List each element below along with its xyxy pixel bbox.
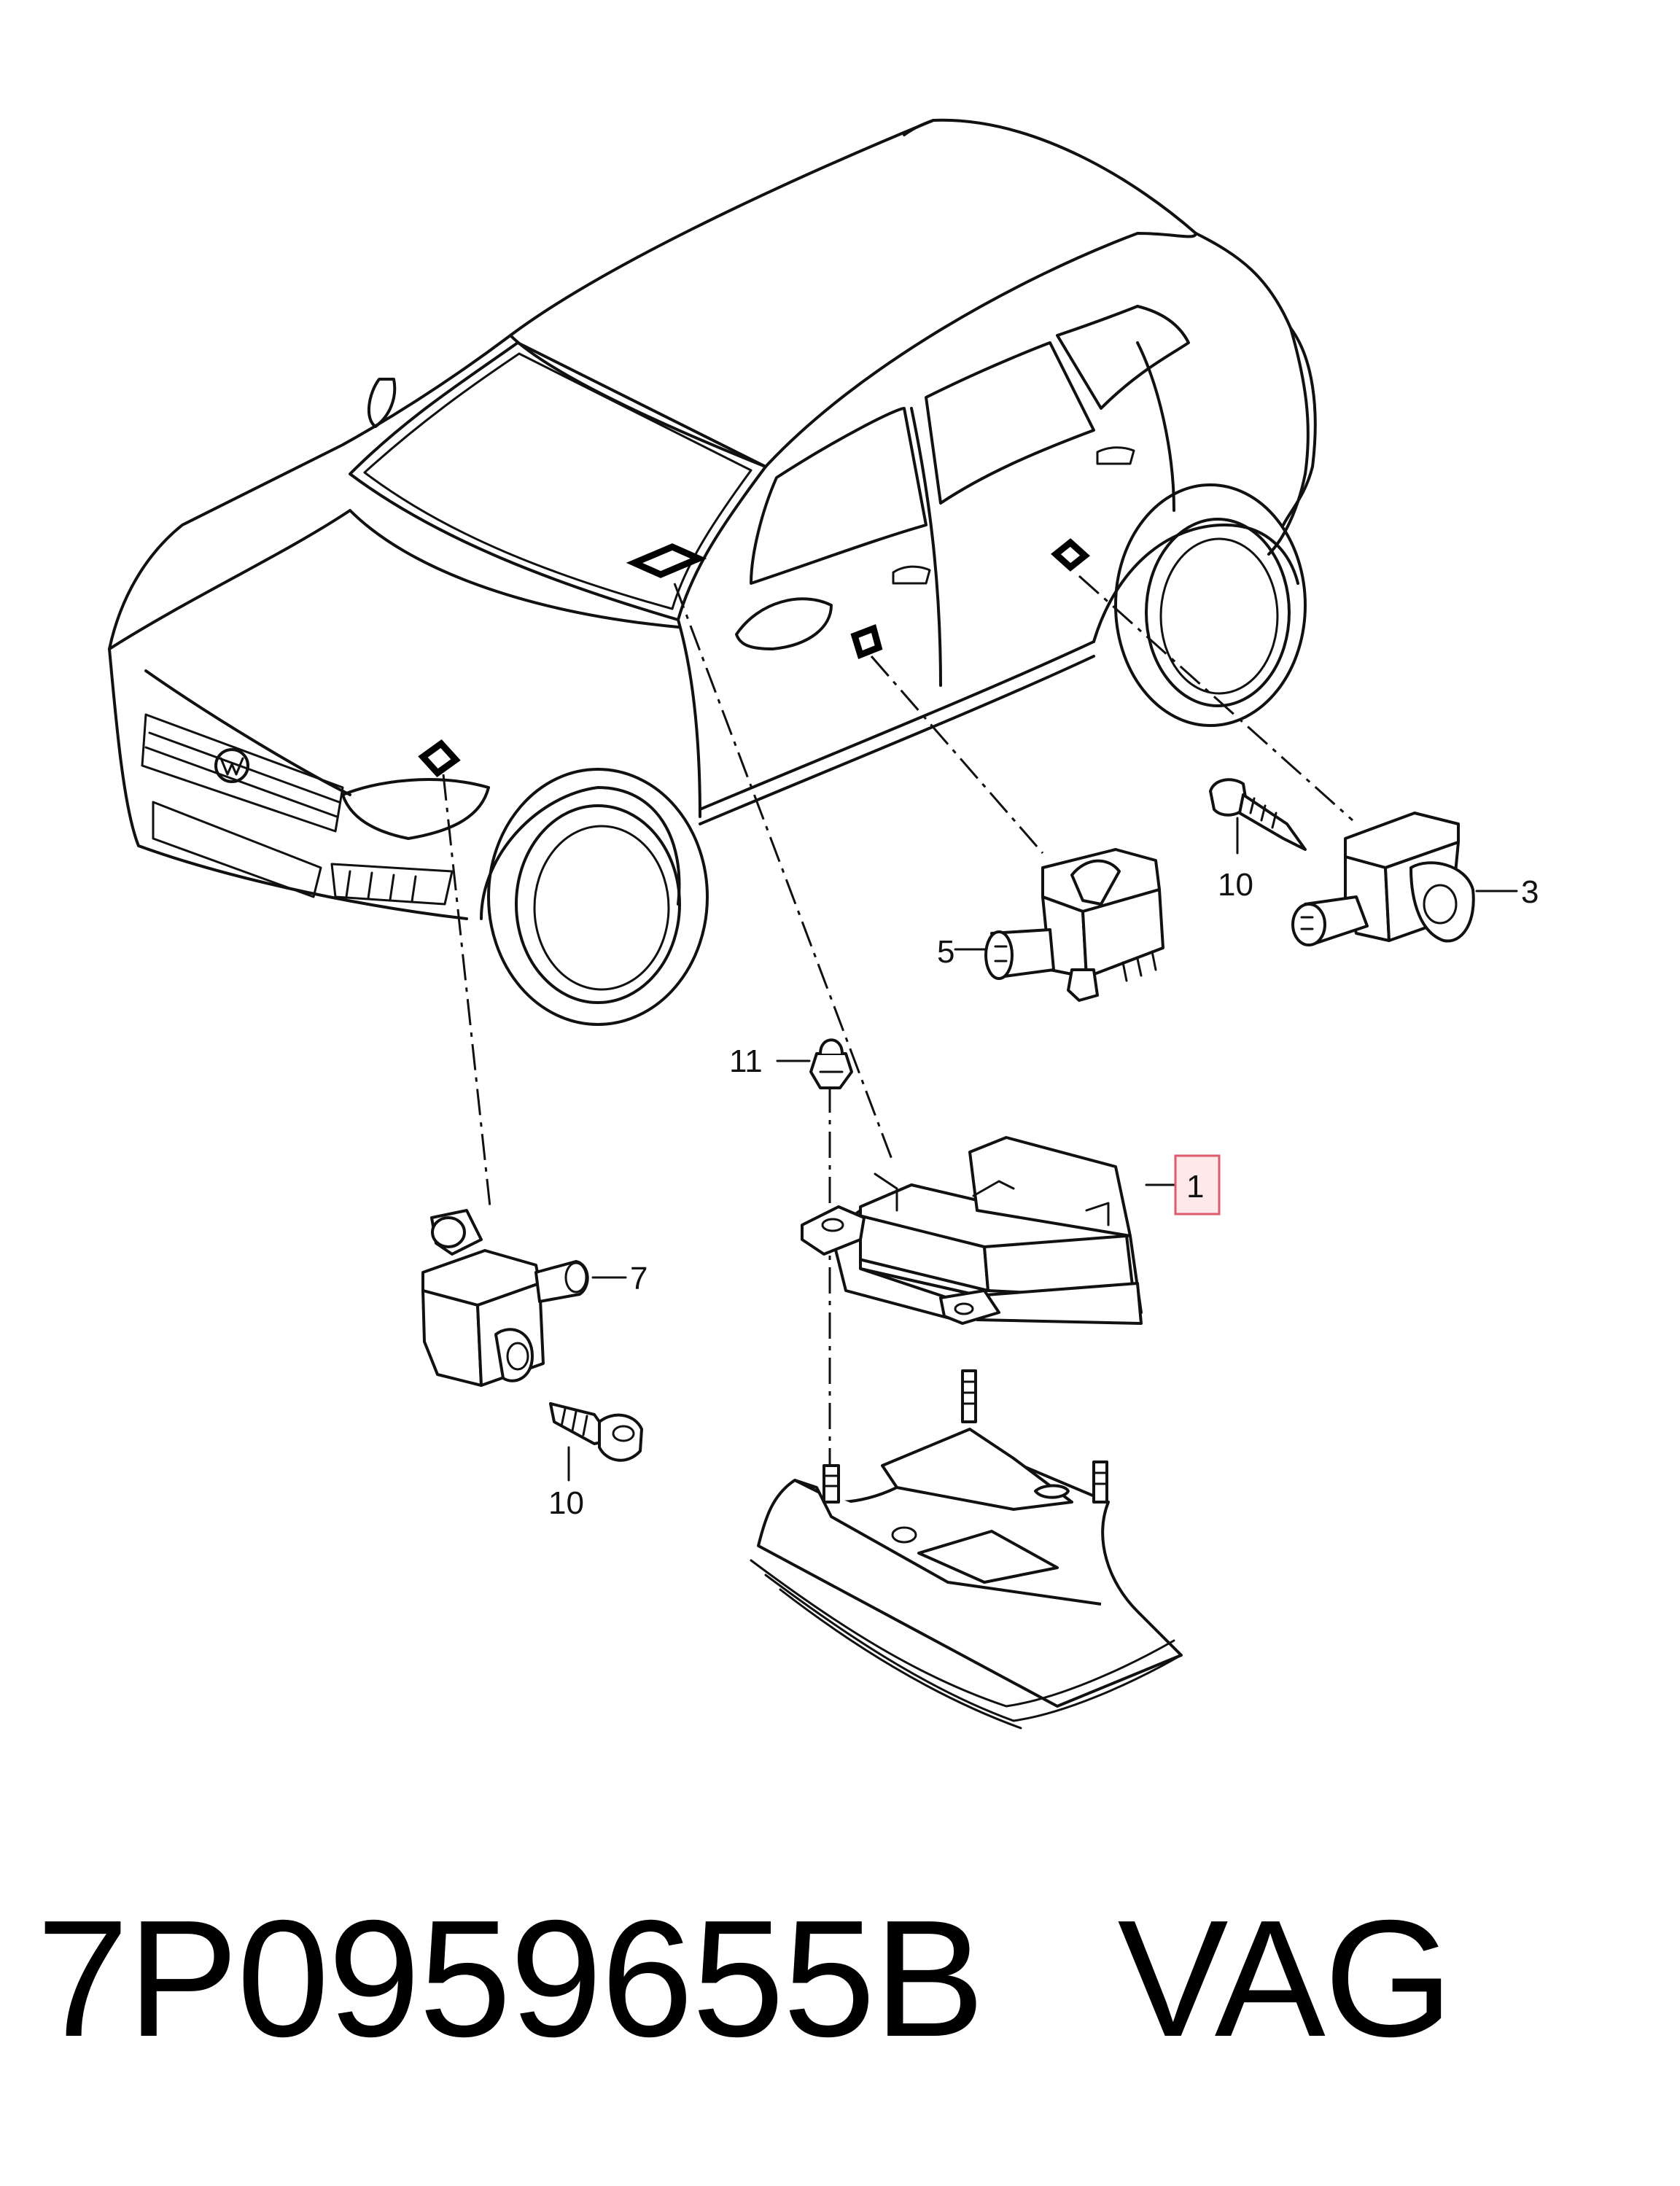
callout-1: 1 [1186,1169,1204,1205]
vehicle-illustration [108,118,1317,1026]
pressure-sensor-5 [984,848,1164,1002]
location-markers [418,538,1090,777]
crash-sensor-3 [1291,812,1475,946]
callout-7: 7 [630,1261,648,1296]
bolt-10-lower [549,1402,643,1462]
mounting-bracket [750,1369,1183,1730]
crash-sensor-7 [421,1209,589,1387]
airbag-control-unit [801,1136,1143,1325]
marker-rear-sensor [1051,538,1090,572]
nut-11 [809,1038,853,1089]
part-number-caption: 7P0959655B VAG [36,1886,1453,2072]
marker-door-sensor [850,624,883,659]
callout-5: 5 [937,934,954,970]
leader-lines [442,575,1353,1487]
callout-10-upper: 10 [1218,867,1253,903]
callout-11: 11 [729,1043,763,1079]
callout-1-highlight [1174,1154,1221,1215]
callout-10-lower: 10 [548,1485,584,1521]
callout-3: 3 [1521,874,1539,910]
marker-front-sensor [418,739,461,777]
marker-control-unit [626,543,707,578]
bolt-10-upper [1209,778,1307,851]
